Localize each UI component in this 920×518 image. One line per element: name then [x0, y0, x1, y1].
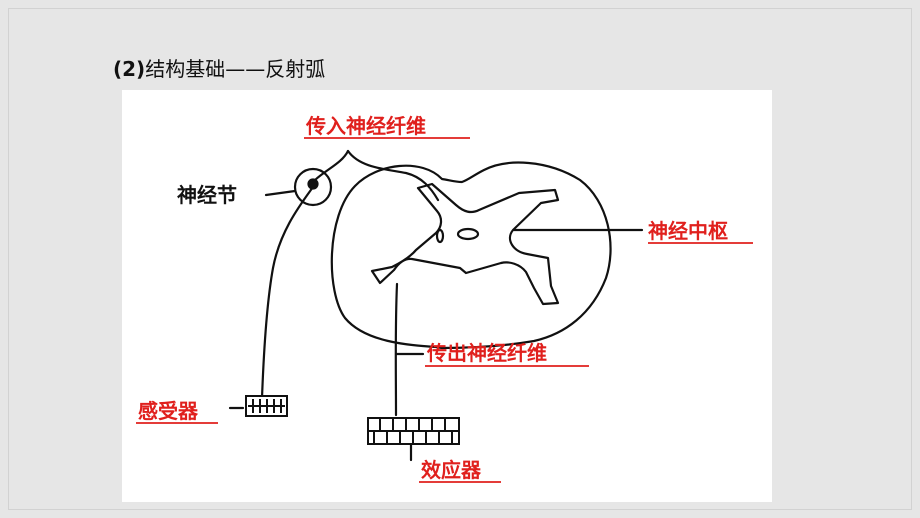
heading-number: (2) — [113, 57, 146, 81]
afferent-to-ganglion — [313, 149, 350, 182]
receptor-fiber-path — [260, 185, 315, 400]
ganglion-label: 神经节 — [177, 183, 237, 207]
slide-heading: (2)结构基础——反射弧 — [113, 53, 325, 82]
white-matter-spot — [435, 228, 445, 244]
efferent-fiber-path — [394, 282, 399, 417]
spinal-cord-outline — [330, 161, 612, 350]
afferent-fiber-label: 传入神经纤维 — [305, 114, 426, 138]
center-label: 神经中枢 — [648, 219, 728, 243]
central-canal — [456, 227, 480, 241]
heading-text: 结构基础——反射弧 — [145, 57, 326, 81]
effector-box — [367, 417, 460, 445]
efferent-fiber-label: 传出神经纤维 — [426, 341, 547, 365]
ganglion-circle — [293, 167, 333, 207]
effector-label: 效应器 — [421, 458, 482, 482]
afferent-fiber-path — [346, 149, 440, 202]
ganglion-pointer — [264, 189, 297, 197]
receptor-label: 感受器 — [138, 399, 199, 423]
receptor-box — [245, 395, 288, 417]
central-gray-matter — [370, 182, 560, 306]
reflex-arc-svg: 传入神经纤维 神经节 神经中枢 传出神经纤维 感受器 效应器 — [136, 114, 753, 483]
reflex-arc-diagram: 传入神经纤维 神经节 神经中枢 传出神经纤维 感受器 效应器 — [122, 90, 772, 502]
